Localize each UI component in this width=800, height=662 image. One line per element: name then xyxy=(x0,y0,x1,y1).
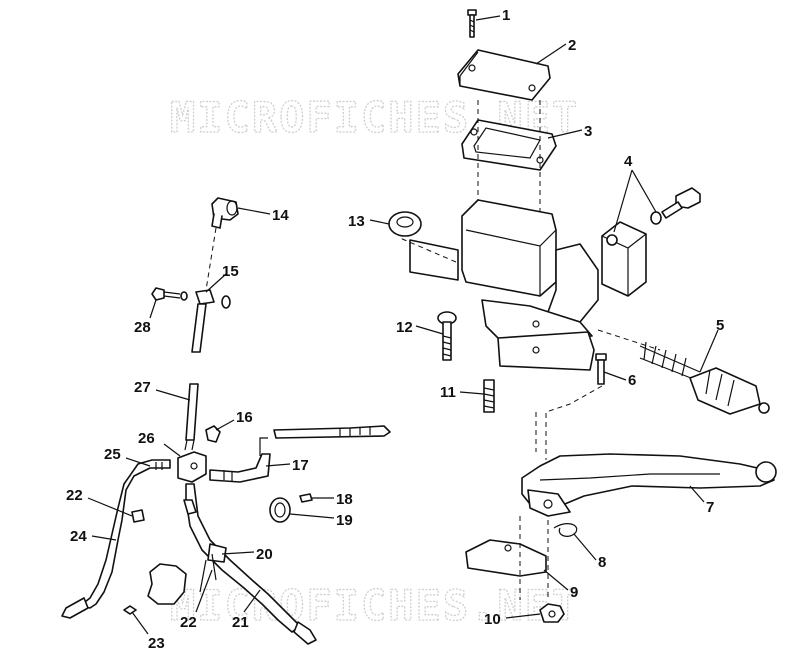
brake-hose-left xyxy=(61,459,171,619)
brake-line xyxy=(184,303,207,451)
callout-28: 28 xyxy=(134,319,151,336)
callout-26: 26 xyxy=(138,430,155,447)
callout-9: 9 xyxy=(570,584,578,601)
brake-hose-upper xyxy=(209,425,391,483)
callout-16: 16 xyxy=(236,409,253,426)
master-cylinder-body xyxy=(399,199,599,371)
callout-4: 4 xyxy=(624,153,633,170)
callout-1: 1 xyxy=(502,7,510,24)
reservoir-cap-screw xyxy=(467,9,477,38)
banjo-bolt xyxy=(151,287,231,309)
lever-spring xyxy=(553,523,578,537)
callout-19: 19 xyxy=(336,512,353,529)
lever-nut xyxy=(539,603,565,623)
callout-18: 18 xyxy=(336,491,353,508)
callout-22-bottom: 22 xyxy=(180,614,197,631)
watermark-bottom: MICROFICHES.NET xyxy=(170,581,579,630)
junction-block xyxy=(177,451,207,483)
callout-14: 14 xyxy=(272,207,289,224)
callout-7: 7 xyxy=(706,499,714,516)
callout-21: 21 xyxy=(232,614,249,631)
callout-20: 20 xyxy=(256,546,273,563)
handlebar-clamp xyxy=(601,187,701,297)
hose-clip-screw xyxy=(123,605,137,615)
callout-8: 8 xyxy=(598,554,606,571)
callout-5: 5 xyxy=(716,317,724,334)
seal-ring xyxy=(388,211,422,237)
callout-17: 17 xyxy=(292,457,309,474)
piston-assembly xyxy=(597,329,770,415)
lever-spacer xyxy=(465,539,547,577)
callout-22-left: 22 xyxy=(66,487,83,504)
callout-23: 23 xyxy=(148,635,165,652)
callout-15: 15 xyxy=(222,263,239,280)
callout-6: 6 xyxy=(628,372,636,389)
banjo-fitting xyxy=(205,197,239,291)
pivot-screw xyxy=(483,379,495,413)
hose-guard xyxy=(147,563,187,605)
callout-13: 13 xyxy=(348,213,365,230)
callout-3: 3 xyxy=(584,123,592,140)
callout-25: 25 xyxy=(104,446,121,463)
callout-24: 24 xyxy=(70,528,87,545)
hose-clamp xyxy=(269,493,313,523)
callout-10: 10 xyxy=(484,611,501,628)
brake-hose-right xyxy=(183,483,317,645)
callout-2: 2 xyxy=(568,37,576,54)
callout-12: 12 xyxy=(396,319,413,336)
brake-lever xyxy=(521,453,777,517)
callout-11: 11 xyxy=(440,384,456,401)
mounting-screw xyxy=(437,311,457,361)
callout-27: 27 xyxy=(134,379,151,396)
watermark-top: MICROFICHES.NET xyxy=(170,93,579,142)
